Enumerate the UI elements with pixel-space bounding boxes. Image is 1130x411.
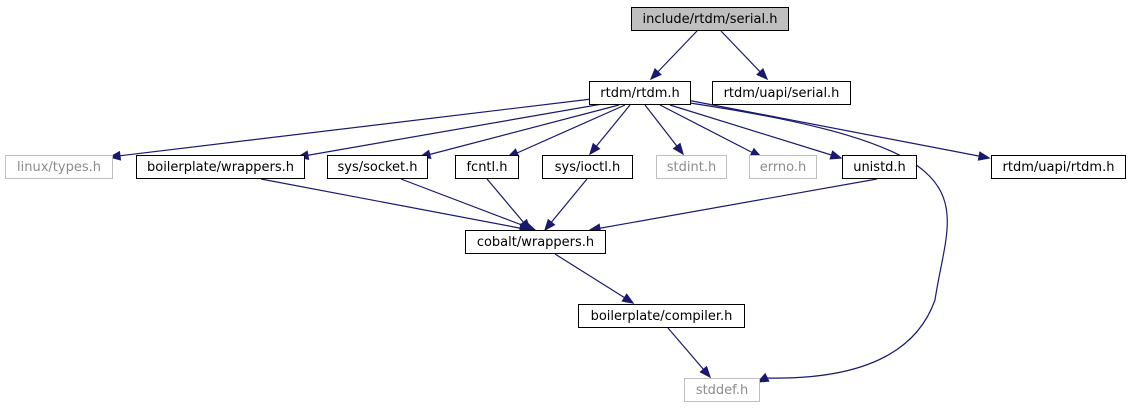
node-serial[interactable]: include/rtdm/serial.h bbox=[631, 7, 789, 31]
edge-line bbox=[659, 104, 762, 158]
edge-cobalt_wrappers-to-bp_compiler bbox=[554, 253, 635, 304]
node-box bbox=[842, 155, 917, 179]
node-label: rtdm/uapi/serial.h bbox=[724, 86, 840, 101]
node-box bbox=[749, 155, 817, 179]
node-box bbox=[542, 155, 633, 179]
node-label: rtdm/rtdm.h bbox=[600, 86, 679, 101]
edge-arrowhead bbox=[588, 142, 601, 156]
node-label: stddef.h bbox=[696, 383, 748, 398]
node-uapi_serial[interactable]: rtdm/uapi/serial.h bbox=[712, 81, 851, 105]
node-fcntl[interactable]: fcntl.h bbox=[455, 155, 519, 179]
node-label: linux/types.h bbox=[17, 160, 101, 175]
node-box bbox=[455, 155, 519, 179]
edge-rtdm-to-sys_socket bbox=[418, 104, 620, 160]
node-box bbox=[5, 155, 113, 179]
node-unistd[interactable]: unistd.h bbox=[842, 155, 917, 179]
edge-rtdm-to-stdint bbox=[644, 104, 684, 156]
edge-unistd-to-cobalt_wrappers bbox=[588, 178, 878, 233]
edge-rtdm-to-linux_types bbox=[108, 97, 601, 161]
edge-serial-to-rtdm bbox=[649, 30, 698, 81]
edge-arrowhead bbox=[649, 67, 662, 81]
node-box bbox=[465, 230, 606, 254]
node-box bbox=[712, 81, 851, 105]
edge-line bbox=[486, 178, 531, 231]
node-box bbox=[578, 304, 745, 328]
node-label: boilerplate/wrappers.h bbox=[147, 160, 294, 175]
node-stddef[interactable]: stddef.h bbox=[684, 378, 760, 402]
node-rtdm[interactable]: rtdm/rtdm.h bbox=[589, 81, 691, 105]
node-box bbox=[631, 7, 789, 31]
edge-line bbox=[419, 104, 620, 158]
node-label: cobalt/wrappers.h bbox=[477, 235, 594, 250]
edge-fcntl-to-cobalt_wrappers bbox=[486, 178, 532, 232]
edge-line bbox=[689, 102, 948, 379]
node-uapi_rtdm[interactable]: rtdm/uapi/rtdm.h bbox=[991, 155, 1126, 179]
edge-rtdm-to-sys_ioctl bbox=[588, 104, 631, 156]
edge-line bbox=[400, 178, 536, 231]
edge-line bbox=[667, 327, 711, 378]
nodes-layer: include/rtdm/serial.h rtdm/rtdm.h rtdm/uap… bbox=[5, 7, 1126, 402]
edge-rtdm-to-stddef bbox=[689, 102, 948, 383]
node-label: unistd.h bbox=[853, 160, 906, 175]
edges-layer bbox=[108, 30, 991, 383]
edge-line bbox=[544, 178, 588, 231]
node-label: boilerplate/compiler.h bbox=[591, 309, 733, 324]
edge-arrowhead bbox=[829, 150, 843, 160]
node-bp_wrappers[interactable]: boilerplate/wrappers.h bbox=[136, 155, 305, 179]
node-box bbox=[327, 155, 428, 179]
edge-line bbox=[260, 178, 531, 231]
edge-arrowhead bbox=[108, 150, 122, 161]
edge-rtdm-to-bp_wrappers bbox=[296, 102, 609, 160]
edge-line bbox=[686, 99, 990, 159]
edge-sys_socket-to-cobalt_wrappers bbox=[400, 178, 537, 231]
edge-line bbox=[109, 97, 601, 158]
node-linux_types[interactable]: linux/types.h bbox=[5, 155, 113, 179]
edge-line bbox=[589, 178, 878, 231]
edge-rtdm-to-fcntl bbox=[506, 104, 626, 158]
node-box bbox=[684, 378, 760, 402]
edge-line bbox=[720, 30, 768, 80]
edge-bp_compiler-to-stddef bbox=[667, 327, 712, 379]
node-label: sys/socket.h bbox=[337, 160, 417, 175]
edge-line bbox=[650, 30, 698, 80]
node-label: sys/ioctl.h bbox=[555, 160, 620, 175]
edge-arrowhead bbox=[672, 142, 684, 156]
node-label: include/rtdm/serial.h bbox=[643, 12, 778, 27]
edge-arrowhead bbox=[756, 372, 770, 383]
edge-line bbox=[554, 253, 634, 304]
edge-rtdm-to-uapi_rtdm bbox=[686, 99, 991, 161]
node-errno[interactable]: errno.h bbox=[749, 155, 817, 179]
node-box bbox=[589, 81, 691, 105]
edge-line bbox=[297, 102, 609, 158]
node-sys_socket[interactable]: sys/socket.h bbox=[327, 155, 428, 179]
node-box bbox=[991, 155, 1126, 179]
edge-arrowhead bbox=[621, 293, 635, 304]
edge-arrowhead bbox=[519, 218, 532, 232]
edge-arrowhead bbox=[977, 151, 991, 161]
edge-arrowhead bbox=[756, 67, 769, 81]
edge-line bbox=[507, 104, 626, 158]
node-label: rtdm/uapi/rtdm.h bbox=[1003, 160, 1115, 175]
edge-sys_ioctl-to-cobalt_wrappers bbox=[543, 178, 588, 232]
edge-rtdm-to-unistd bbox=[669, 104, 843, 160]
node-label: fcntl.h bbox=[466, 160, 507, 175]
node-stdint[interactable]: stdint.h bbox=[656, 155, 727, 179]
edge-bp_wrappers-to-cobalt_wrappers bbox=[260, 178, 532, 233]
edge-serial-to-uapi_serial bbox=[720, 30, 769, 81]
edge-arrowhead bbox=[543, 218, 556, 232]
edge-arrowhead bbox=[699, 365, 712, 379]
node-box bbox=[656, 155, 727, 179]
node-sys_ioctl[interactable]: sys/ioctl.h bbox=[542, 155, 633, 179]
node-label: errno.h bbox=[760, 160, 807, 175]
node-bp_compiler[interactable]: boilerplate/compiler.h bbox=[578, 304, 745, 328]
edge-line bbox=[669, 104, 842, 159]
node-label: stdint.h bbox=[667, 160, 716, 175]
node-cobalt_wrappers[interactable]: cobalt/wrappers.h bbox=[465, 230, 606, 254]
node-box bbox=[136, 155, 305, 179]
